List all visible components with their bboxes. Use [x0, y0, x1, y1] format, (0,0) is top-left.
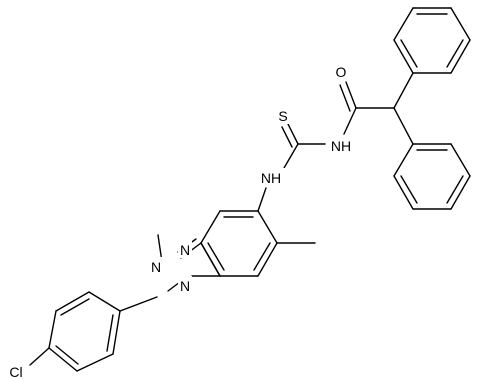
atom-o: O	[333, 62, 349, 80]
chain-bonds	[257, 81, 357, 212]
chlorophenyl-ring	[48, 291, 158, 372]
atom-nh-left: NH	[256, 168, 286, 186]
svg-text:NH: NH	[261, 170, 281, 186]
svg-text:N: N	[151, 259, 161, 275]
svg-text:N: N	[180, 278, 190, 294]
atom-cl: Cl	[3, 362, 29, 380]
svg-text:N: N	[180, 242, 190, 258]
svg-text:Cl: Cl	[9, 364, 22, 380]
phenyl-ring-top	[393, 7, 471, 74]
phenyl-ring-bottom	[393, 143, 471, 210]
svg-text:S: S	[278, 108, 287, 124]
atom-n-mid: N	[149, 257, 163, 275]
atom-s: S	[275, 106, 291, 124]
svg-text:O: O	[336, 64, 347, 80]
atom-n-top: N	[178, 240, 192, 258]
atom-nh-right: NH	[326, 136, 356, 154]
atom-n-bottom: N	[178, 276, 192, 294]
benzo-ring	[200, 210, 278, 277]
methine-bonds	[355, 72, 414, 145]
chloro-bond	[29, 347, 50, 366]
svg-text:NH: NH	[331, 138, 351, 154]
